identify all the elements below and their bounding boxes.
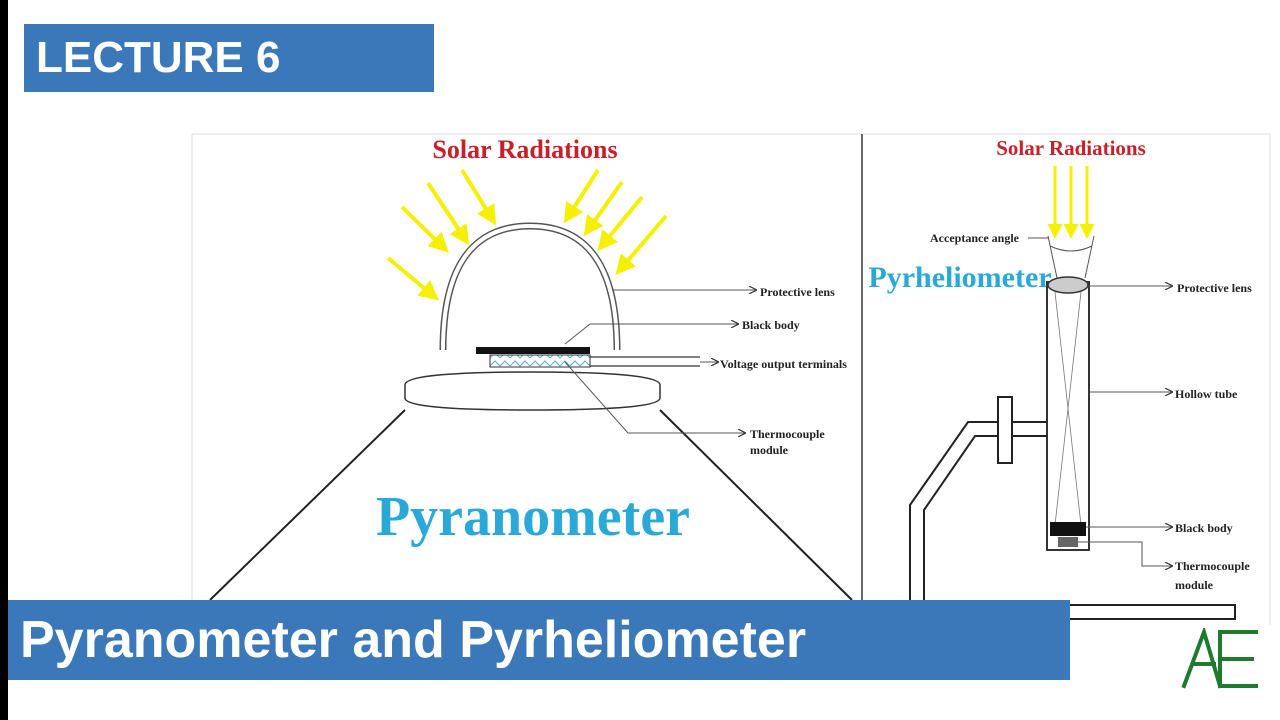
pyranometer-protective-lens-label: Protective lens xyxy=(760,285,835,299)
page-title-banner: Pyranometer and Pyrheliometer xyxy=(8,600,1070,680)
lecture-banner: LECTURE 6 xyxy=(24,24,434,92)
pyranometer-sun-rays xyxy=(386,168,668,301)
pyranometer-panel xyxy=(191,133,862,600)
left-edge-bar xyxy=(0,0,8,720)
pyranometer-body xyxy=(209,409,853,601)
pyrheliometer-thermocouple-label-line2: module xyxy=(1175,578,1214,592)
pyrheliometer-protective-lens xyxy=(1047,276,1089,294)
pyranometer-black-body-label: Black body xyxy=(742,318,800,332)
pyrheliometer-acceptance-angle xyxy=(1047,235,1095,279)
pyrheliometer-hollow-tube-label: Hollow tube xyxy=(1175,387,1238,401)
pyrheliometer-solar-radiations-caption: Solar Radiations xyxy=(996,136,1146,160)
pyranometer-black-body xyxy=(476,347,590,354)
pyranometer-name-label: Pyranometer xyxy=(376,486,690,548)
pyrheliometer-black-body xyxy=(1050,522,1086,536)
pyrheliometer-thermocouple-label-line1: Thermocouple xyxy=(1175,559,1250,573)
pyrheliometer-acceptance-angle-label: Acceptance angle xyxy=(930,231,1020,245)
pyranometer-thermocouple-label-line2: module xyxy=(750,443,789,457)
pyranometer-base-disc xyxy=(404,371,661,411)
pyrheliometer-hollow-tube xyxy=(1046,281,1090,551)
pyranometer-thermocouple-label-line1: Thermocouple xyxy=(750,427,825,441)
ae-logo-icon xyxy=(1181,628,1258,689)
pyrheliometer-protective-lens-label: Protective lens xyxy=(1177,281,1252,295)
pyrheliometer-leaders xyxy=(1078,286,1172,566)
pyrheliometer-name-label: Pyrheliometer xyxy=(868,261,1051,294)
pyrheliometer-black-body-label: Black body xyxy=(1175,521,1233,535)
pyranometer-voltage-terminals xyxy=(590,356,700,367)
pyrheliometer-thermocouple xyxy=(1058,537,1078,547)
pyranometer-thermocouple xyxy=(489,354,591,368)
pyranometer-dome xyxy=(439,222,621,351)
pyranometer-leaders xyxy=(564,290,756,433)
pyrheliometer-panel xyxy=(863,133,1271,625)
pyrheliometer-tube-crosslines xyxy=(1054,291,1082,526)
pyranometer-voltage-terminals-label: Voltage output terminals xyxy=(720,357,847,371)
pyrheliometer-sun-rays xyxy=(1047,166,1095,239)
pyranometer-solar-radiations-caption: Solar Radiations xyxy=(432,135,617,164)
